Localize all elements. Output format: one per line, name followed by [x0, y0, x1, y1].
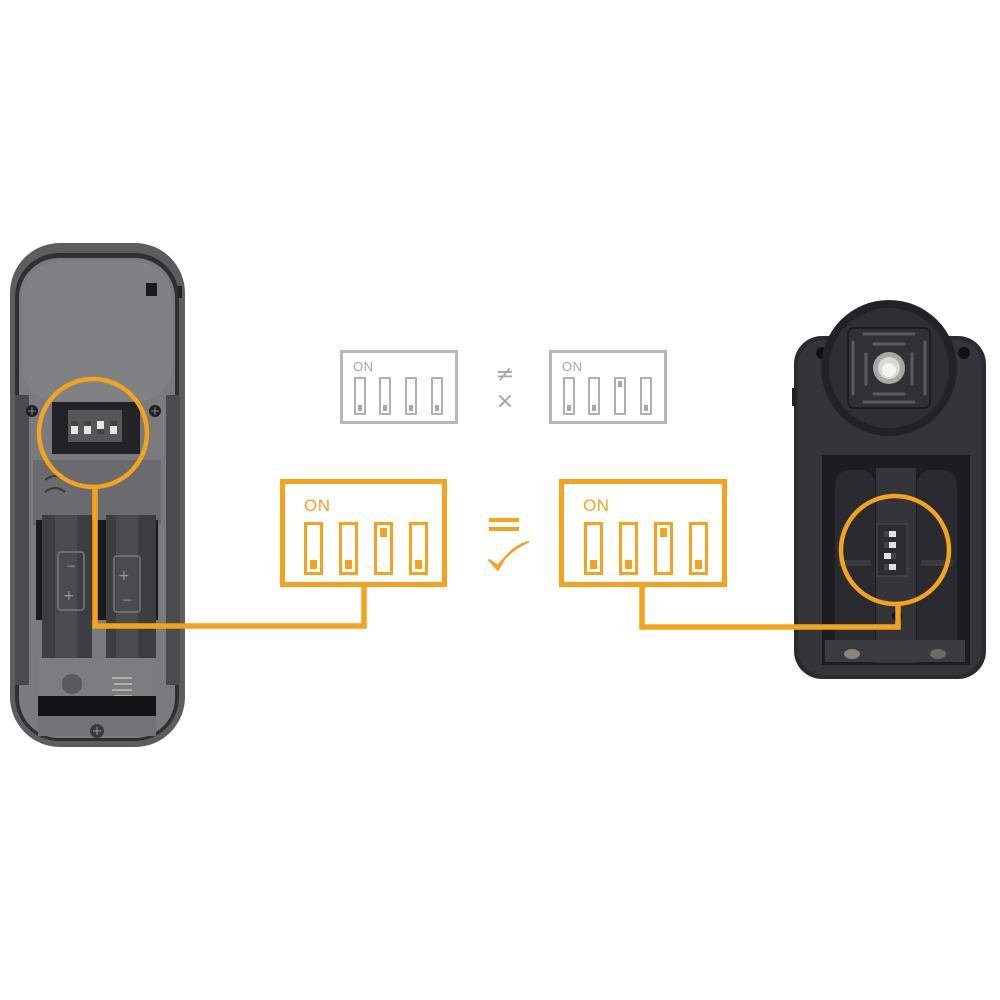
switch-slot-3: [374, 522, 393, 575]
switch-slot-3: [654, 522, 673, 575]
switch-slot-1: [584, 522, 603, 575]
switch-slot-4: [689, 522, 708, 575]
switch-slot-2: [619, 522, 638, 575]
switch-slot-1: [354, 377, 366, 415]
switch-slot-3: [614, 377, 626, 415]
match-left-dip-switch: ON: [280, 479, 447, 587]
on-label: ON: [583, 496, 610, 515]
receiver-device: [780, 0, 1000, 1000]
switch-slot-4: [409, 522, 428, 575]
switch-slot-2: [339, 522, 358, 575]
mismatch-left-dip-switch: ON: [340, 350, 458, 424]
switch-slot-4: [640, 377, 652, 415]
svg-text:−: −: [122, 593, 132, 607]
not-equal-symbol: ≠: [495, 362, 515, 387]
cross-icon: ×: [495, 389, 515, 414]
svg-text:−: −: [66, 559, 76, 573]
mismatch-right-dip-switch: ON: [549, 350, 667, 424]
svg-text:+: +: [63, 588, 75, 604]
equal-symbol: [489, 518, 519, 532]
svg-text:+: +: [118, 568, 130, 584]
switch-slot-1: [563, 377, 575, 415]
switch-slot-2: [588, 377, 600, 415]
on-label: ON: [304, 496, 331, 515]
on-label: ON: [562, 359, 583, 374]
switch-slot-4: [431, 377, 443, 415]
switch-slot-1: [304, 522, 323, 575]
on-label: ON: [353, 359, 374, 374]
switch-slot-2: [379, 377, 391, 415]
checkmark-icon: [488, 541, 529, 571]
match-right-dip-switch: ON: [559, 479, 727, 587]
switch-slot-3: [405, 377, 417, 415]
transmitter-device: − + + −: [0, 0, 200, 1000]
